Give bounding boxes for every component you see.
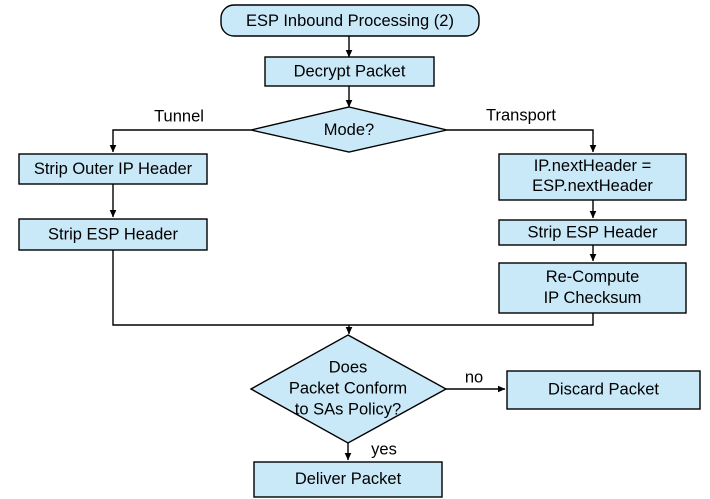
edge-label-transport: Transport [486,106,556,124]
node-ip-next-header-assign-line2: ESP.nextHeader [532,177,653,195]
node-strip-esp-header-transport[interactable]: Strip ESP Header [498,219,687,246]
node-strip-esp-header-transport-label: Strip ESP Header [528,223,658,241]
edge-strip-esp-left-to-join [112,250,349,326]
node-strip-outer-ip-header-label: Strip Outer IP Header [34,160,193,178]
node-start-label: ESP Inbound Processing (2) [246,12,454,30]
node-ip-next-header-assign-shape [498,153,687,201]
node-discard-packet[interactable]: Discard Packet [506,370,701,410]
node-decrypt-packet-label: Decrypt Packet [294,62,406,80]
node-discard-packet-shape [506,370,701,410]
node-deliver-packet-shape [253,461,443,498]
node-start[interactable]: ESP Inbound Processing (2) [220,4,480,37]
node-discard-packet-label: Discard Packet [548,380,659,398]
node-strip-outer-ip-header-shape [18,153,208,185]
edge-recompute-to-join [349,313,594,326]
node-decrypt-packet-shape [264,56,435,87]
edge-mode-to-next-header [447,129,597,153]
node-policy-conform-decision-shape [249,334,448,444]
edge-mode-to-strip-outer-ip [109,129,251,153]
edge-label-yes: yes [371,440,397,458]
node-ip-next-header-assign-line1: IP.nextHeader = [534,157,652,175]
node-policy-conform-decision-line1: Does [329,358,368,376]
node-decrypt-packet[interactable]: Decrypt Packet [264,56,435,87]
node-recompute-ip-checksum[interactable]: Re-Compute IP Checksum [498,262,687,314]
node-strip-esp-header-tunnel-label: Strip ESP Header [48,225,178,243]
node-deliver-packet[interactable]: Deliver Packet [253,461,443,498]
node-policy-conform-decision-line2: Packet Conform [289,379,407,397]
node-ip-next-header-assign[interactable]: IP.nextHeader = ESP.nextHeader [498,153,687,201]
node-start-shape [220,4,480,37]
node-strip-outer-ip-header[interactable]: Strip Outer IP Header [18,153,208,185]
node-recompute-ip-checksum-line2: IP Checksum [544,289,642,307]
node-policy-conform-decision[interactable]: Does Packet Conform to SAs Policy? [249,334,448,444]
node-policy-conform-decision-line3: to SAs Policy? [295,400,401,418]
node-mode-decision[interactable]: Mode? [250,106,448,153]
node-strip-esp-header-tunnel-shape [18,218,208,251]
node-recompute-ip-checksum-line1: Re-Compute [546,268,640,286]
node-recompute-ip-checksum-shape [498,262,687,314]
edge-label-tunnel: Tunnel [154,107,204,125]
node-strip-esp-header-tunnel[interactable]: Strip ESP Header [18,218,208,251]
node-deliver-packet-label: Deliver Packet [295,470,402,488]
node-mode-decision-label: Mode? [324,121,374,139]
node-mode-decision-shape [250,106,448,153]
edge-label-no: no [465,368,483,386]
node-strip-esp-header-transport-shape [498,219,687,246]
